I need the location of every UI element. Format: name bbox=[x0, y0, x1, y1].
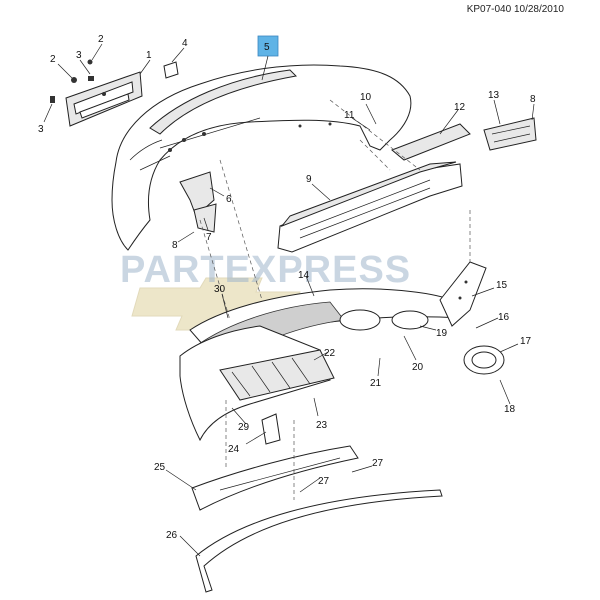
part-24 bbox=[261, 413, 281, 445]
callout-8: 8 bbox=[530, 94, 536, 105]
part-side-bracket-13 bbox=[483, 117, 537, 151]
diagram-code-label: KP07-040 10/28/2010 bbox=[466, 4, 564, 15]
callout-8: 8 bbox=[172, 240, 178, 251]
watermark-text: PARTEXPRESS bbox=[120, 249, 411, 291]
callout-4: 4 bbox=[182, 38, 188, 49]
part-bracket-6-7 bbox=[179, 171, 217, 233]
alignment-lines bbox=[199, 99, 471, 500]
callout-14: 14 bbox=[298, 270, 310, 281]
callout-29: 29 bbox=[238, 422, 250, 433]
callout-12: 12 bbox=[454, 102, 466, 113]
callout-21: 21 bbox=[370, 378, 382, 389]
part-strip-26 bbox=[195, 489, 443, 593]
callout-9: 9 bbox=[306, 174, 312, 185]
part-lower-deflector-25 bbox=[191, 445, 359, 511]
callout-17: 17 bbox=[520, 336, 532, 347]
callout-24: 24 bbox=[228, 444, 240, 455]
fasteners-top-left bbox=[50, 59, 94, 103]
callout-23: 23 bbox=[316, 420, 328, 431]
callout-15: 15 bbox=[496, 280, 508, 291]
callout-13: 13 bbox=[488, 90, 500, 101]
callout-3: 3 bbox=[76, 50, 82, 61]
callout-6: 6 bbox=[226, 194, 232, 205]
callout-27: 27 bbox=[318, 476, 330, 487]
callout-1: 1 bbox=[146, 50, 152, 61]
callout-22: 22 bbox=[324, 348, 336, 359]
callout-25: 25 bbox=[154, 462, 166, 473]
callout-30: 30 bbox=[214, 284, 226, 295]
part-fog-bezel-17 bbox=[463, 345, 505, 375]
callout-19: 19 bbox=[436, 328, 448, 339]
callout-leaders bbox=[43, 43, 535, 557]
callout-2: 2 bbox=[98, 34, 104, 45]
part-impact-bar bbox=[277, 161, 463, 253]
part-side-panel-15 bbox=[439, 261, 487, 327]
callout-27: 27 bbox=[372, 458, 384, 469]
callout-16: 16 bbox=[498, 312, 510, 323]
callout-18: 18 bbox=[504, 404, 516, 415]
callout-2: 2 bbox=[50, 54, 56, 65]
callout-26: 26 bbox=[166, 530, 178, 541]
callout-11: 11 bbox=[344, 110, 355, 121]
callout-20: 20 bbox=[412, 362, 424, 373]
highlight-label: 5 bbox=[264, 42, 270, 53]
part-upper-fascia bbox=[111, 64, 412, 251]
part-clip-4 bbox=[163, 61, 179, 79]
callout-3: 3 bbox=[38, 124, 44, 135]
callout-10: 10 bbox=[360, 92, 372, 103]
part-lower-bumper-body bbox=[179, 325, 335, 442]
callout-labels: 1 2 2 3 3 4 6 7 8 8 9 10 11 12 13 14 15 … bbox=[38, 34, 536, 541]
callout-7: 7 bbox=[206, 232, 212, 243]
part-license-bracket bbox=[65, 71, 143, 127]
part-reinforcement-12 bbox=[391, 123, 471, 161]
